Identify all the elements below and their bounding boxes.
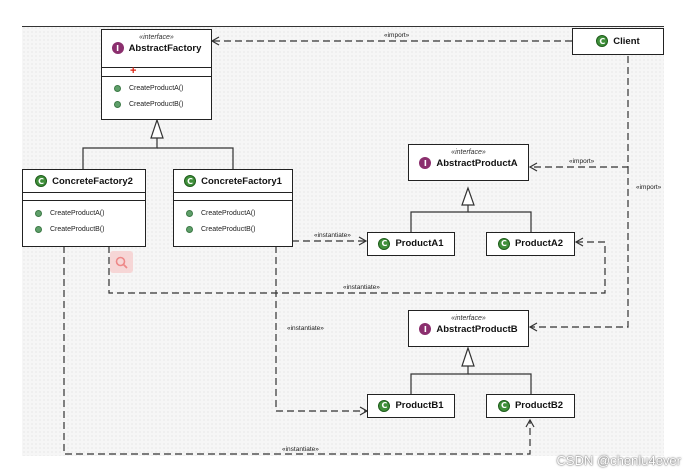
product-a2-name: ProductA2 bbox=[514, 238, 564, 249]
generalization-product-a1 bbox=[410, 205, 469, 233]
class-icon: C bbox=[497, 237, 510, 250]
generalization-factory1 bbox=[157, 147, 234, 170]
generalization-product-b1 bbox=[410, 366, 469, 394]
public-operation-icon bbox=[114, 84, 121, 92]
instantiate-factory1-b1 bbox=[275, 246, 369, 416]
generalization-factory2 bbox=[82, 138, 158, 170]
interface-icon: I bbox=[111, 42, 124, 54]
abstract-product-b-stereotype: «interface» bbox=[451, 315, 486, 322]
import-label-product-b: «import» bbox=[636, 184, 662, 191]
import-client-product-a bbox=[528, 56, 629, 172]
public-operation-icon bbox=[35, 209, 42, 217]
client-name: Client bbox=[613, 35, 640, 47]
add-marker-icon: + bbox=[130, 65, 137, 77]
import-label-factory: «import» bbox=[384, 32, 410, 39]
interface-icon: I bbox=[419, 323, 432, 335]
class-icon: C bbox=[378, 237, 391, 250]
operation-create-product-a[interactable]: CreateProductA() bbox=[23, 205, 145, 221]
class-icon: C bbox=[497, 399, 510, 412]
operation-create-product-b[interactable]: CreateProductB() bbox=[23, 221, 145, 237]
search-icon-glyph bbox=[115, 256, 128, 269]
public-operation-icon bbox=[35, 225, 42, 233]
class-icon: C bbox=[35, 175, 48, 187]
class-icon: C bbox=[184, 175, 197, 187]
instantiate-label-a2: «instantiate» bbox=[343, 284, 380, 291]
generalization-arrowhead-product-b bbox=[461, 346, 475, 367]
concrete-factory1-box[interactable]: C ConcreteFactory1 CreateProductA() Crea… bbox=[173, 169, 293, 247]
search-icon[interactable] bbox=[110, 251, 133, 273]
generalization-product-b2 bbox=[468, 373, 532, 394]
abstract-product-a-box[interactable]: «interface» I AbstractProductA bbox=[408, 144, 529, 181]
product-b1-name: ProductB1 bbox=[395, 400, 444, 411]
public-operation-icon bbox=[114, 100, 121, 108]
concrete-factory2-name: ConcreteFactory2 bbox=[52, 175, 133, 187]
abstract-product-a-stereotype: «interface» bbox=[451, 149, 486, 156]
abstract-factory-stereotype: «interface» bbox=[139, 34, 174, 41]
concrete-factory1-name: ConcreteFactory1 bbox=[201, 175, 282, 187]
client-box[interactable]: C Client bbox=[572, 28, 664, 55]
instantiate-label-b1: «instantiate» bbox=[287, 325, 324, 332]
top-border bbox=[22, 26, 664, 27]
import-client-product-b bbox=[528, 167, 629, 332]
generalization-arrowhead-factory bbox=[150, 118, 164, 139]
class-icon: C bbox=[596, 35, 609, 47]
operation-create-product-b[interactable]: CreateProductB() bbox=[174, 221, 292, 237]
operation-create-product-a[interactable]: CreateProductA() bbox=[174, 205, 292, 221]
instantiate-factory2-a2 bbox=[108, 237, 606, 294]
generalization-arrowhead-product-a bbox=[461, 186, 475, 206]
class-icon: C bbox=[378, 399, 391, 412]
product-a1-name: ProductA1 bbox=[395, 238, 444, 249]
product-a1-box[interactable]: C ProductA1 bbox=[367, 232, 455, 256]
instantiate-factory2-b2 bbox=[63, 246, 535, 455]
interface-icon: I bbox=[419, 157, 432, 169]
product-b2-box[interactable]: C ProductB2 bbox=[486, 394, 575, 418]
abstract-factory-box[interactable]: «interface» I AbstractFactory CreateProd… bbox=[101, 29, 212, 120]
watermark: CSDN @chenlu4ever bbox=[556, 453, 681, 468]
generalization-product-a2 bbox=[468, 211, 532, 233]
abstract-product-b-name: AbstractProductB bbox=[436, 323, 518, 335]
public-operation-icon bbox=[186, 225, 193, 233]
instantiate-label-a1: «instantiate» bbox=[314, 232, 351, 239]
abstract-product-b-box[interactable]: «interface» I AbstractProductB bbox=[408, 310, 529, 347]
abstract-factory-name: AbstractFactory bbox=[128, 42, 202, 54]
import-label-product-a: «import» bbox=[569, 158, 595, 165]
product-b2-name: ProductB2 bbox=[514, 400, 564, 411]
operation-create-product-a[interactable]: CreateProductA() bbox=[102, 80, 211, 96]
product-a2-box[interactable]: C ProductA2 bbox=[486, 232, 575, 256]
public-operation-icon bbox=[186, 209, 193, 217]
instantiate-label-b2: «instantiate» bbox=[282, 446, 319, 453]
operation-create-product-b[interactable]: CreateProductB() bbox=[102, 96, 211, 112]
abstract-product-a-name: AbstractProductA bbox=[436, 157, 518, 169]
concrete-factory2-box[interactable]: C ConcreteFactory2 CreateProductA() Crea… bbox=[22, 169, 146, 247]
product-b1-box[interactable]: C ProductB1 bbox=[367, 394, 455, 418]
